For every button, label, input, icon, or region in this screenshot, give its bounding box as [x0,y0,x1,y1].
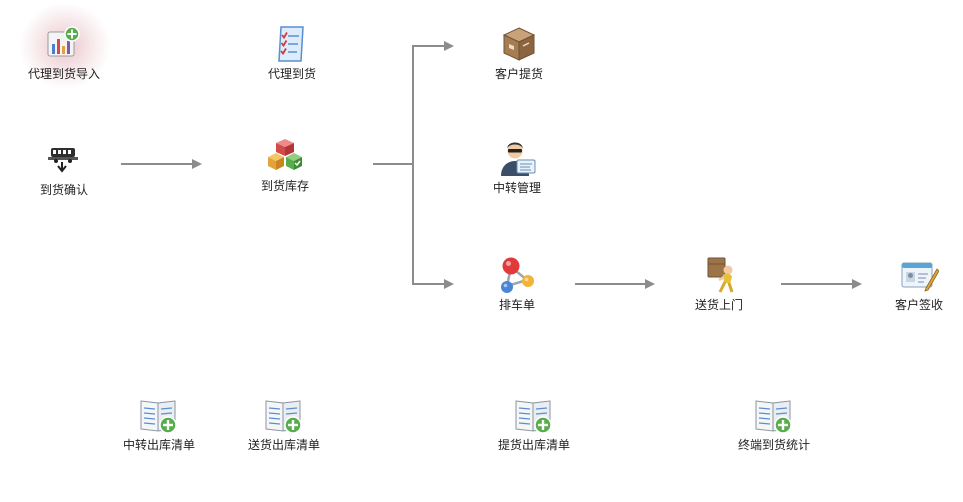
report-book-add-icon [514,395,554,435]
node-arrival-stock[interactable]: 到货库存 [230,136,340,194]
report-label: 中转出库清单 [122,438,195,452]
report-book-add-icon [264,395,304,435]
bar-chart-add-icon [44,24,84,64]
node-home-delivery[interactable]: 送货上门 [664,255,774,313]
report-delivery-out-list[interactable]: 送货出库清单 [229,395,339,453]
node-label: 代理到货导入 [27,67,100,81]
agent-person-icon [497,138,537,178]
molecule-icon [497,255,537,295]
report-book-add-icon [139,395,179,435]
node-label: 到货确认 [39,183,88,197]
id-card-pen-icon [899,255,939,295]
node-transit-manage[interactable]: 中转管理 [462,138,572,196]
checklist-icon [272,24,312,64]
report-terminal-arrival-stats[interactable]: 终端到货统计 [719,395,829,453]
node-label: 排车单 [498,298,535,312]
report-pickup-out-list[interactable]: 提货出库清单 [479,395,589,453]
node-label: 中转管理 [492,181,541,195]
node-agent-arrival[interactable]: 代理到货 [237,24,347,82]
node-customer-signoff[interactable]: 客户签收 [864,255,963,313]
report-label: 提货出库清单 [497,438,570,452]
report-label: 终端到货统计 [737,438,810,452]
node-label: 客户提货 [494,67,543,81]
node-label: 代理到货 [267,67,316,81]
node-arrival-confirm[interactable]: 到货确认 [9,140,119,198]
report-transit-out-list[interactable]: 中转出库清单 [104,395,214,453]
delivery-person-icon [699,255,739,295]
node-label: 客户签收 [894,298,943,312]
report-book-add-icon [754,395,794,435]
node-label: 送货上门 [694,298,743,312]
node-dispatch-order[interactable]: 排车单 [462,255,572,313]
truck-download-icon [44,140,84,180]
node-label: 到货库存 [260,179,309,193]
node-agent-arrival-import[interactable]: 代理到货导入 [9,24,119,82]
report-label: 送货出库清单 [247,438,320,452]
package-box-icon [499,24,539,64]
stacked-boxes-icon [265,136,305,176]
node-customer-pickup[interactable]: 客户提货 [464,24,574,82]
